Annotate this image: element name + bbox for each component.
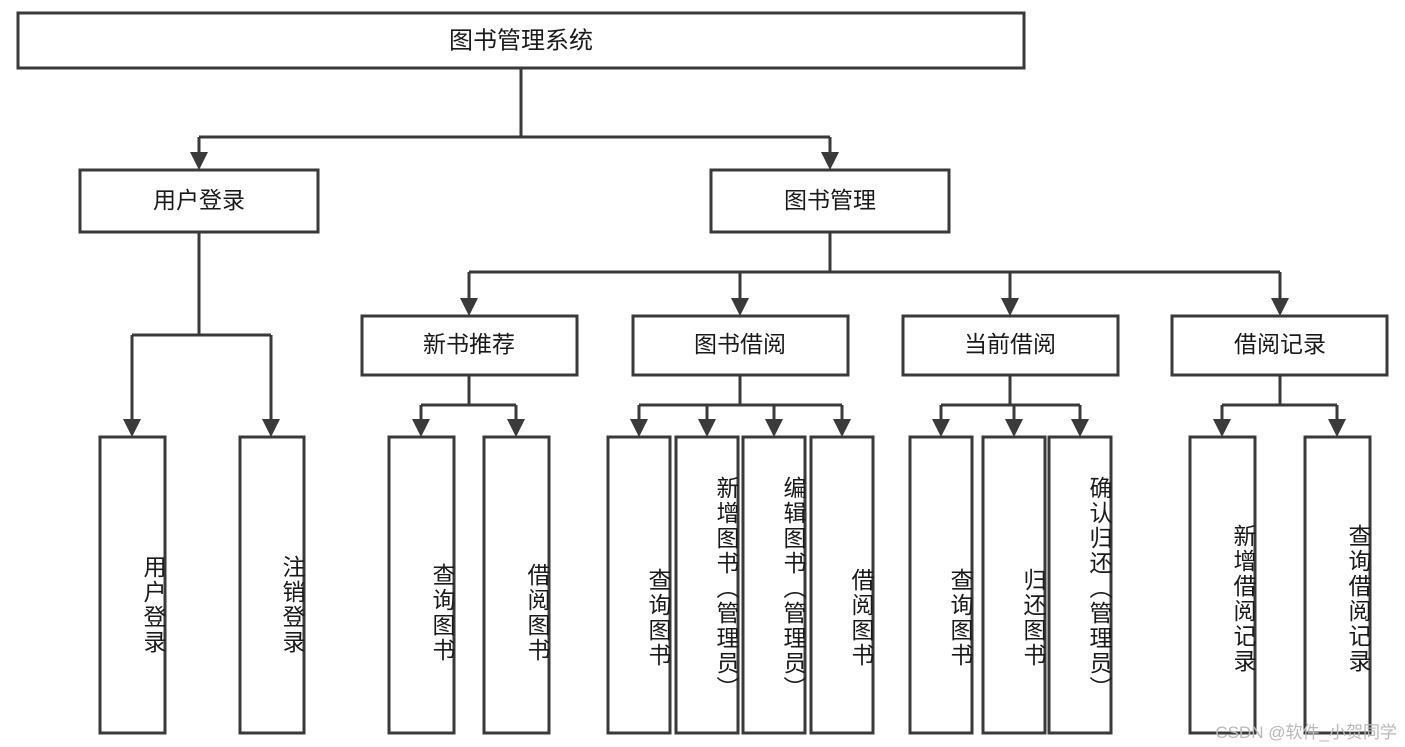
connector-group-newbook	[412, 375, 525, 437]
node-book-borrow-box[interactable]	[631, 314, 850, 377]
connector-group-current	[932, 375, 1089, 437]
leaf-box-group	[98, 435, 1372, 735]
arrowhead-newbook-to-leaf2	[507, 419, 525, 437]
node-new-book-recommend-label: 新书推荐	[423, 331, 515, 357]
arrowhead-records-to-leaf2	[1328, 419, 1346, 437]
leaf-box-edit-book-admin[interactable]	[741, 435, 807, 735]
connector-group-book-mgmt	[460, 232, 1289, 316]
node-book-management[interactable]: 图书管理	[709, 168, 951, 234]
arrowhead-borrow-to-leaf3	[765, 419, 783, 437]
node-new-book-recommend-box[interactable]	[360, 314, 579, 377]
node-current-borrow[interactable]: 当前借阅	[901, 314, 1120, 377]
arrowhead-records-to-leaf1	[1213, 419, 1231, 437]
node-book-management-box[interactable]	[709, 168, 951, 234]
node-current-borrow-label: 当前借阅	[964, 331, 1056, 357]
node-book-management-label: 图书管理	[784, 187, 876, 213]
leaf-box-logout[interactable]	[238, 435, 306, 735]
leaf-box-query-book-newbook[interactable]	[387, 435, 456, 735]
arrowhead-bookmgmt-to-newbook	[460, 298, 478, 316]
leaf-box-borrow-book-newbook[interactable]	[482, 435, 551, 735]
leaf-box-query-book-borrow[interactable]	[606, 435, 672, 735]
node-borrow-records[interactable]: 借阅记录	[1170, 314, 1389, 377]
leaf-box-borrow-book-borrow[interactable]	[809, 435, 875, 735]
node-new-book-recommend[interactable]: 新书推荐	[360, 314, 579, 377]
arrowhead-bookmgmt-to-records	[1271, 298, 1289, 316]
arrowhead-newbook-to-leaf1	[412, 419, 430, 437]
leaf-box-add-book-admin[interactable]	[674, 435, 740, 735]
arrowhead-borrow-to-leaf4	[833, 419, 851, 437]
node-borrow-records-box[interactable]	[1170, 314, 1389, 377]
connector-group-user-login	[123, 232, 280, 437]
leaf-box-query-book-current[interactable]	[908, 435, 974, 735]
node-root[interactable]: 图书管理系统	[16, 11, 1026, 70]
node-user-login[interactable]: 用户登录	[78, 168, 320, 234]
arrowhead-root-to-book-mgmt	[821, 152, 839, 170]
connector-group-root	[190, 68, 839, 170]
arrowhead-current-to-leaf1	[932, 419, 950, 437]
arrowhead-borrow-to-leaf2	[698, 419, 716, 437]
node-current-borrow-box[interactable]	[901, 314, 1120, 377]
leaf-box-query-borrow-record[interactable]	[1303, 435, 1372, 735]
node-user-login-label: 用户登录	[153, 187, 245, 213]
node-book-borrow-label: 图书借阅	[694, 331, 786, 357]
arrowhead-borrow-to-leaf1	[630, 419, 648, 437]
leaf-box-confirm-return-admin[interactable]	[1047, 435, 1113, 735]
node-user-login-box[interactable]	[78, 168, 320, 234]
arrowhead-userlogin-to-leaf1	[123, 419, 141, 437]
leaf-box-user-login[interactable]	[98, 435, 167, 735]
node-borrow-records-label: 借阅记录	[1234, 331, 1326, 357]
csdn-watermark: CSDN @软件_小贺同学	[1215, 723, 1397, 742]
arrowhead-root-to-user-login	[190, 152, 208, 170]
node-root-label: 图书管理系统	[449, 27, 593, 54]
arrowhead-current-to-leaf3	[1071, 419, 1089, 437]
arrowhead-bookmgmt-to-current	[1001, 298, 1019, 316]
node-book-borrow[interactable]: 图书借阅	[631, 314, 850, 377]
node-root-box[interactable]	[16, 11, 1026, 70]
connector-group-borrow	[630, 375, 851, 437]
leaf-box-return-book[interactable]	[981, 435, 1047, 735]
arrowhead-bookmgmt-to-borrow	[731, 298, 749, 316]
leaf-box-add-borrow-record[interactable]	[1188, 435, 1257, 735]
connector-group-records	[1213, 375, 1346, 437]
arrowhead-userlogin-to-leaf2	[262, 419, 280, 437]
arrowhead-current-to-leaf2	[1005, 419, 1023, 437]
